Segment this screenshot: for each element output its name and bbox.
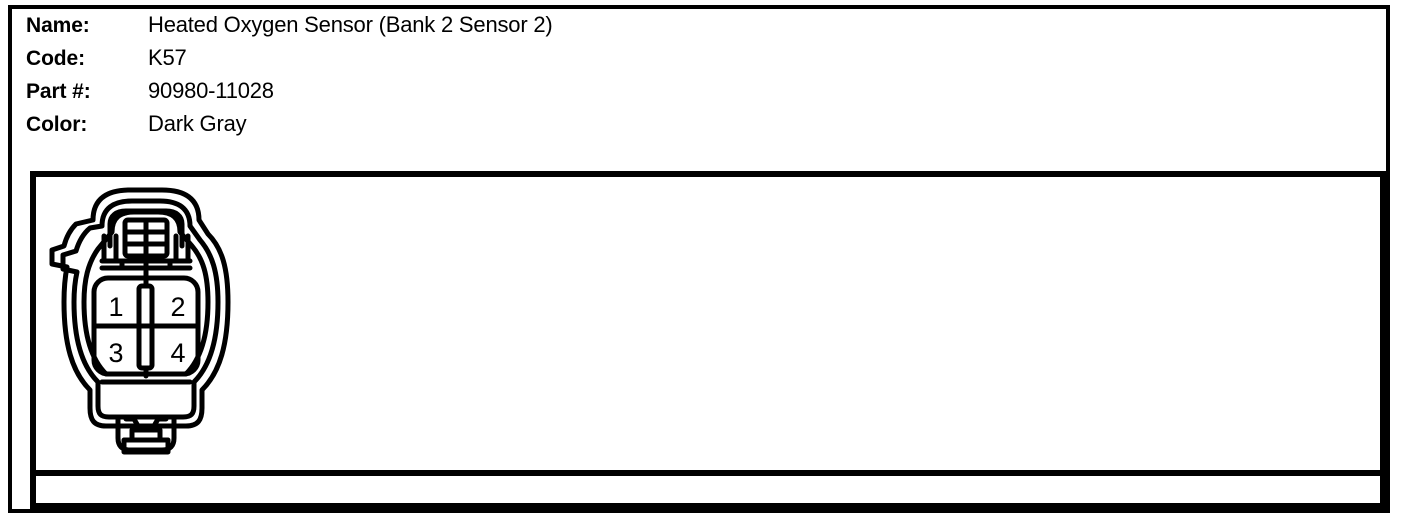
connector-diagram-panel — [30, 171, 1386, 476]
info-row-name: Name: Heated Oxygen Sensor (Bank 2 Senso… — [26, 12, 1126, 45]
connector-shell-outline — [49, 187, 231, 429]
info-row-part-number: Part #: 90980-11028 — [26, 78, 1126, 111]
bottom-tab-notch — [123, 416, 169, 429]
connector-4pin-icon: 1 2 3 4 — [49, 187, 231, 455]
info-value-part-number: 90980-11028 — [148, 78, 274, 103]
info-value-name: Heated Oxygen Sensor (Bank 2 Sensor 2) — [148, 12, 553, 37]
pin-number-1: 1 — [108, 292, 123, 322]
pin-number-4: 4 — [170, 338, 185, 368]
connector-info-block: Name: Heated Oxygen Sensor (Bank 2 Senso… — [26, 12, 1126, 144]
info-label-color: Color: — [26, 113, 88, 136]
latch-outer-bracket — [107, 208, 185, 249]
info-label-name: Name: — [26, 14, 90, 37]
pin-number-3: 3 — [108, 338, 123, 368]
bottom-strip-panel — [30, 476, 1386, 509]
info-value-code: K57 — [148, 45, 187, 70]
info-label-part-number: Part #: — [26, 80, 91, 103]
connector-shell-inner-contour — [60, 198, 221, 420]
connector-face-view-drawing: 1 2 3 4 — [30, 176, 260, 466]
pin-number-2: 2 — [170, 292, 185, 322]
info-label-code: Code: — [26, 47, 85, 70]
info-row-code: Code: K57 — [26, 45, 1126, 78]
info-value-color: Dark Gray — [148, 111, 247, 136]
bottom-strip-divider — [30, 470, 1386, 476]
info-row-color: Color: Dark Gray — [26, 111, 1126, 144]
